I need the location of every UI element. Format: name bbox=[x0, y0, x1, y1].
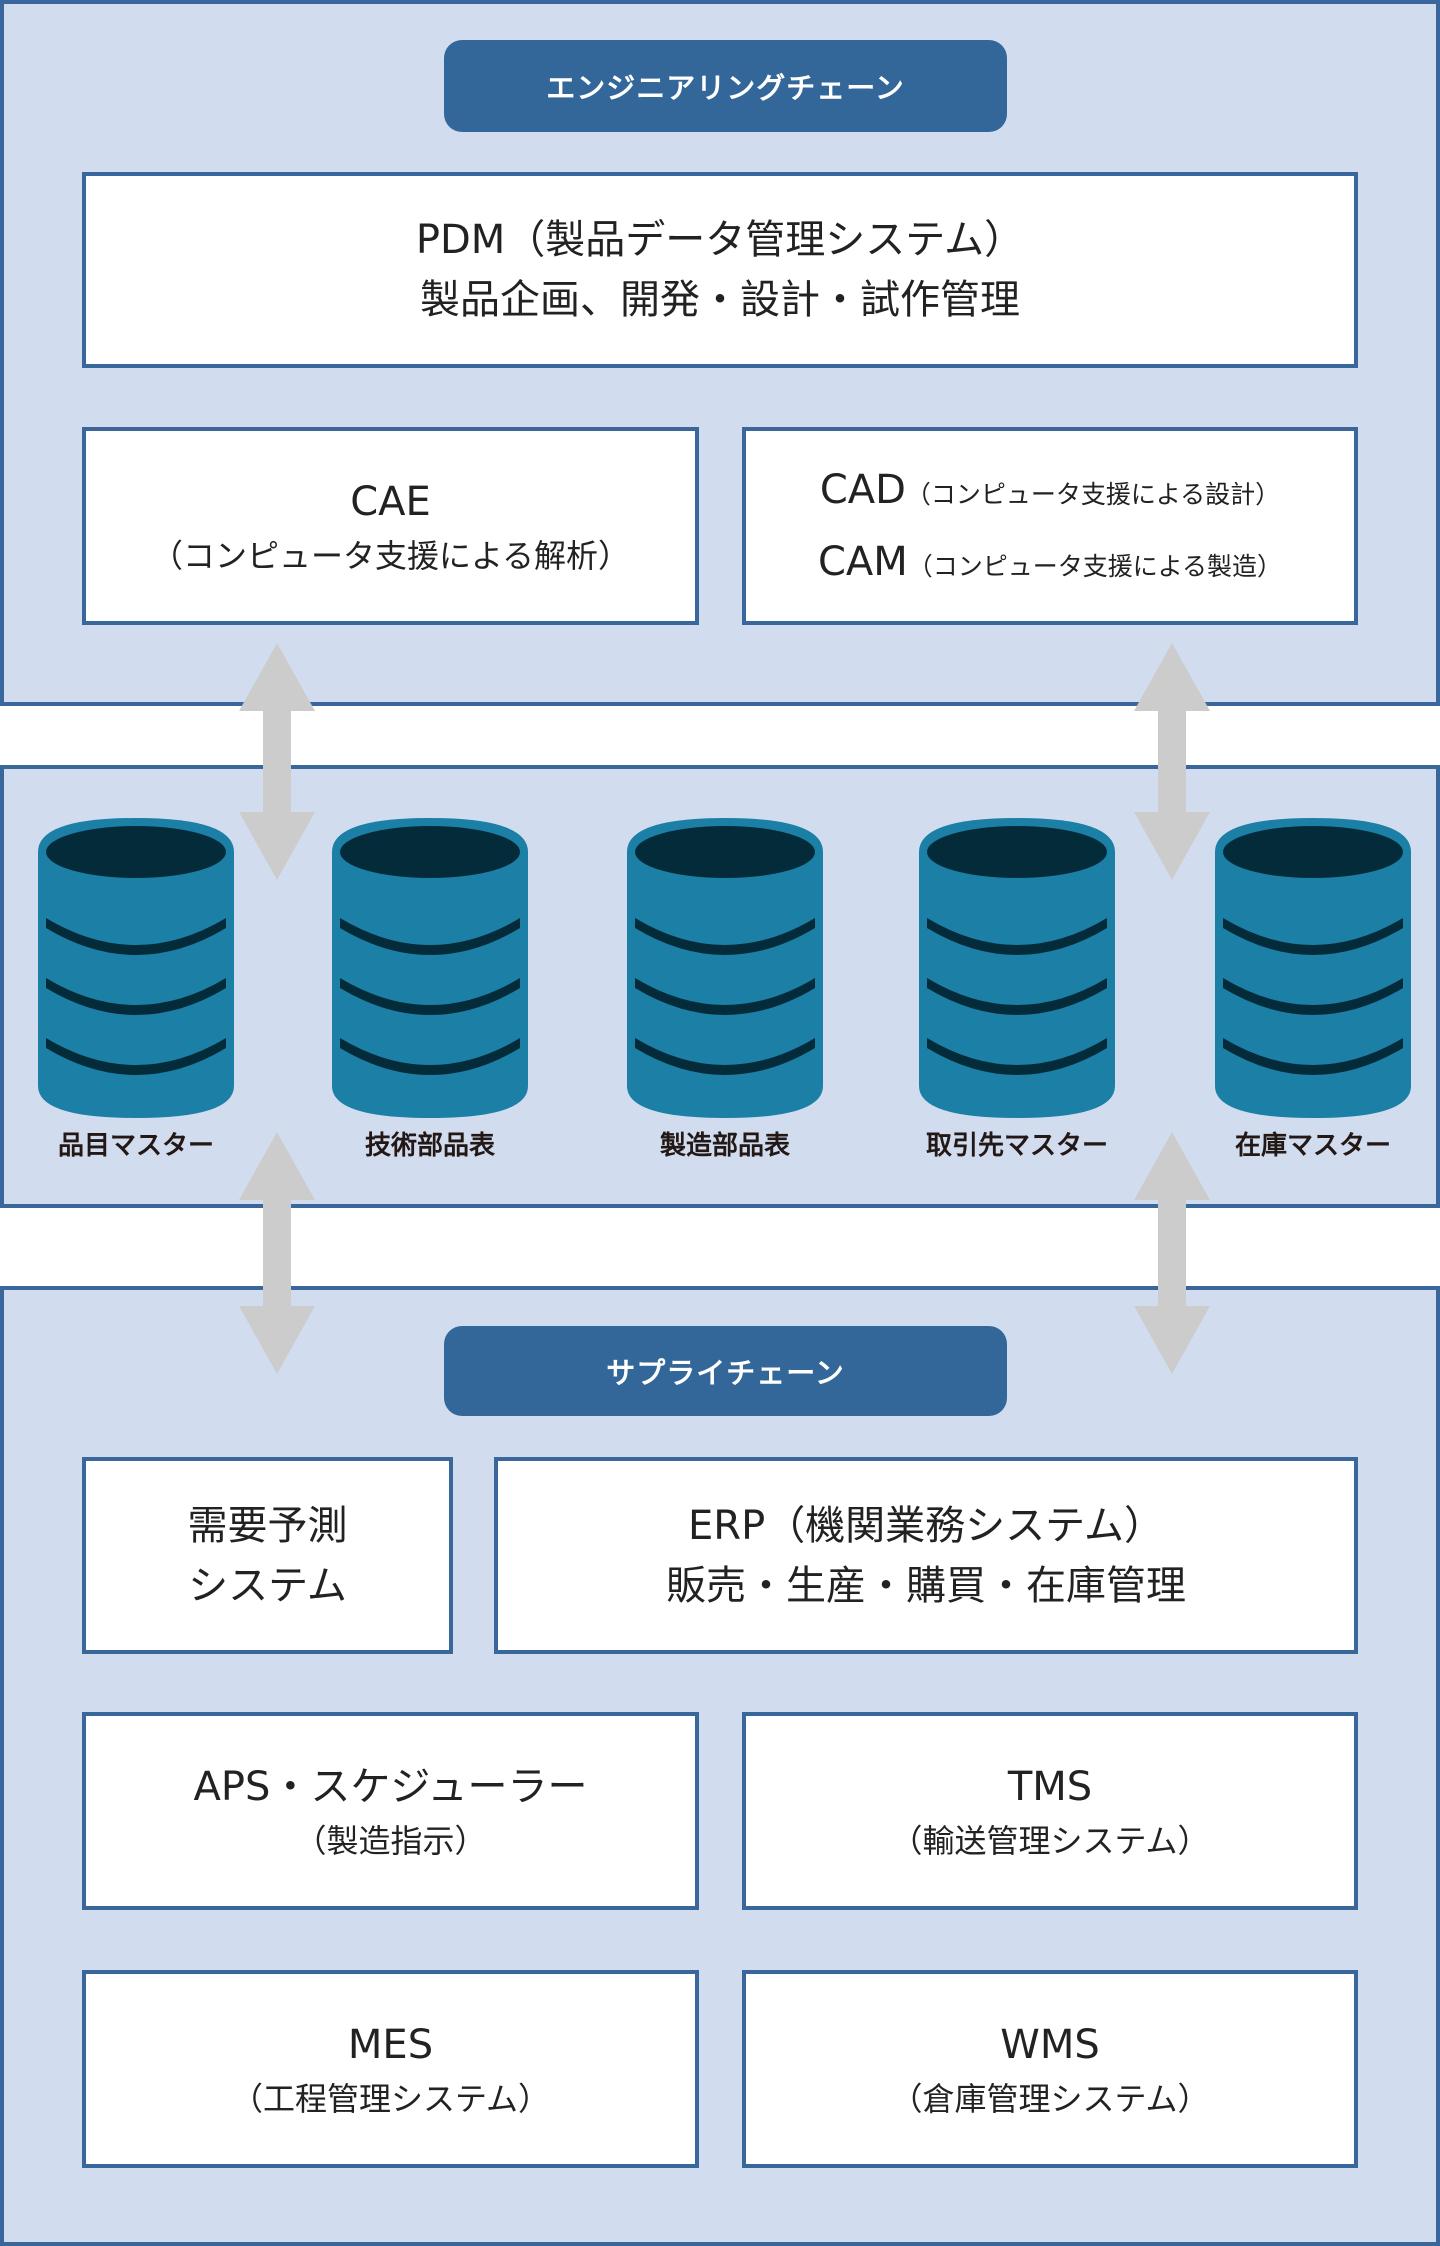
database-label: 品目マスター bbox=[57, 1131, 214, 1161]
database-label: 製造部品表 bbox=[659, 1131, 790, 1161]
database-icon bbox=[332, 818, 528, 1118]
tms-box: TMS （輸送管理システム） bbox=[742, 1712, 1358, 1910]
double-arrow-icon bbox=[239, 1132, 315, 1374]
pdm-title: PDM（製品データ管理システム） bbox=[415, 217, 1025, 263]
cae-subtitle: （コンピュータ支援による解析） bbox=[150, 537, 631, 575]
wms-title: WMS bbox=[1000, 2022, 1100, 2068]
cam-title: CAM bbox=[817, 539, 908, 585]
cad-subtitle: （コンピュータ支援による設計） bbox=[905, 480, 1281, 509]
demand-line1: 需要予測 bbox=[187, 1502, 348, 1549]
mes-title: MES bbox=[347, 2022, 434, 2068]
mes-box: MES （工程管理システム） bbox=[82, 1970, 699, 2168]
database-label: 取引先マスター bbox=[925, 1131, 1108, 1161]
cad-cam-box: CAD（コンピュータ支援による設計） CAM（コンピュータ支援による製造） bbox=[742, 427, 1358, 625]
double-arrow-icon bbox=[1134, 1132, 1210, 1374]
tms-subtitle: （輸送管理システム） bbox=[890, 1822, 1210, 1860]
cam-subtitle: （コンピュータ支援による製造） bbox=[907, 552, 1283, 581]
database-icon bbox=[919, 818, 1115, 1118]
pdm-description: 製品企画、開発・設計・試作管理 bbox=[420, 277, 1020, 323]
aps-subtitle: （製造指示） bbox=[294, 1822, 487, 1860]
database-icon bbox=[1215, 818, 1411, 1118]
cad-line: CAD（コンピュータ支援による設計） bbox=[820, 454, 1280, 526]
database-icon bbox=[627, 818, 823, 1118]
engineering-chain-title: エンジニアリングチェーン bbox=[444, 40, 1007, 132]
cad-title: CAD bbox=[819, 467, 906, 513]
pdm-box: PDM（製品データ管理システム） 製品企画、開発・設計・試作管理 bbox=[82, 172, 1358, 368]
cam-line: CAM（コンピュータ支援による製造） bbox=[818, 526, 1282, 598]
demand-forecast-box: 需要予測 システム bbox=[82, 1457, 453, 1654]
demand-line2: システム bbox=[188, 1562, 347, 1609]
wms-subtitle: （倉庫管理システム） bbox=[890, 2080, 1210, 2118]
supply-chain-title: サプライチェーン bbox=[444, 1326, 1007, 1416]
database-label: 技術部品表 bbox=[364, 1131, 495, 1161]
erp-description: 販売・生産・購買・在庫管理 bbox=[666, 1562, 1186, 1609]
database-icon bbox=[38, 818, 234, 1118]
cae-title: CAE bbox=[350, 479, 431, 525]
database-label: 在庫マスター bbox=[1234, 1131, 1391, 1161]
mes-subtitle: （工程管理システム） bbox=[230, 2080, 551, 2118]
cae-box: CAE （コンピュータ支援による解析） bbox=[82, 427, 699, 625]
wms-box: WMS （倉庫管理システム） bbox=[742, 1970, 1358, 2168]
aps-title: APS・スケジューラー bbox=[193, 1764, 588, 1810]
erp-box: ERP（機関業務システム） 販売・生産・購買・在庫管理 bbox=[494, 1457, 1358, 1654]
erp-title: ERP（機関業務システム） bbox=[688, 1502, 1164, 1549]
double-arrow-icon bbox=[1134, 643, 1210, 880]
tms-title: TMS bbox=[1007, 1764, 1093, 1810]
double-arrow-icon bbox=[239, 643, 315, 880]
aps-box: APS・スケジューラー （製造指示） bbox=[82, 1712, 699, 1910]
